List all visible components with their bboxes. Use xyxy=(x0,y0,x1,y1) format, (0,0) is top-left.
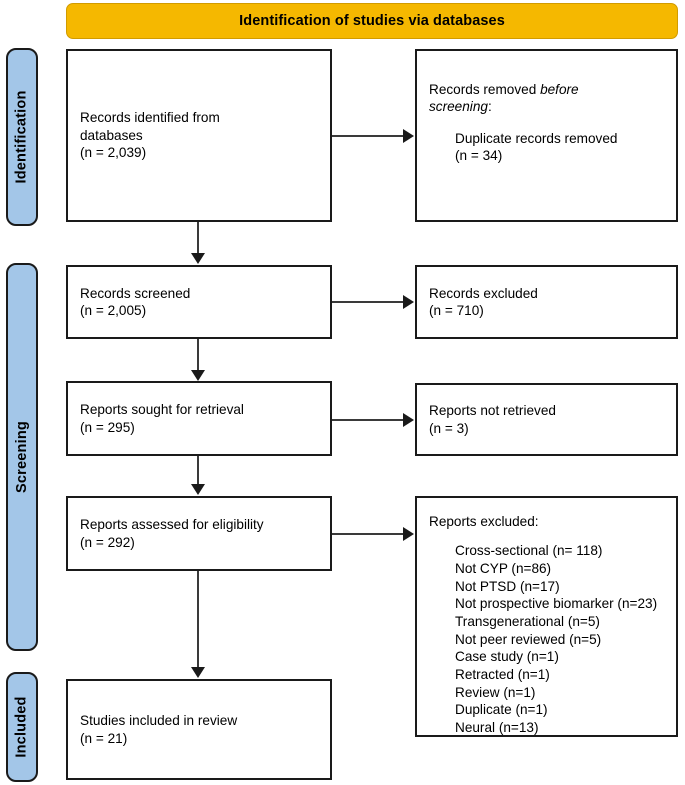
phase-label-screening-text: Screening xyxy=(14,421,31,493)
reports-excluded-reason-item: Transgenerational (n=5) xyxy=(455,614,600,630)
records-removed-line1-a: Records removed xyxy=(429,82,541,97)
arrowhead-sought-to-not-retrieved xyxy=(403,413,414,427)
reports-excluded-reason-item: Not prospective biomarker (n=23) xyxy=(455,596,658,612)
banner-title: Identification of studies via databases xyxy=(239,13,505,29)
records-identified-line1: Records identified from xyxy=(80,110,220,126)
records-removed-line2-italic: screening xyxy=(429,99,488,115)
reports-excluded-reason-item: Cross-sectional (n= 118) xyxy=(455,543,603,559)
connector-screened-to-sought xyxy=(197,339,199,371)
connector-assessed-to-included xyxy=(197,571,199,668)
records-screened-line1: Records screened xyxy=(80,285,191,301)
records-removed-line1-italic: before xyxy=(540,82,579,97)
studies-included-line1: Studies included in review xyxy=(80,713,238,729)
box-reports-not-retrieved-text: Reports not retrieved(n = 3) xyxy=(417,402,676,437)
records-identified-line2: databases xyxy=(80,127,143,143)
connector-sought-to-assessed xyxy=(197,456,199,485)
connector-sought-to-not-retrieved xyxy=(332,419,404,421)
reports-excluded-reason-item: Duplicate (n=1) xyxy=(455,702,548,718)
reports-excluded-reason-item: Not PTSD (n=17) xyxy=(455,578,560,594)
box-reports-not-retrieved: Reports not retrieved(n = 3) xyxy=(415,383,678,456)
studies-included-count: (n = 21) xyxy=(80,730,128,746)
box-reports-sought-for-retrieval: Reports sought for retrieval(n = 295) xyxy=(66,381,332,456)
phase-label-included: Included xyxy=(6,672,38,782)
arrowhead-assessed-to-excluded xyxy=(403,527,414,541)
arrowhead-identified-to-removed xyxy=(403,129,414,143)
arrowhead-screened-to-sought xyxy=(191,370,205,381)
records-removed-line2-colon: : xyxy=(487,99,492,115)
reports-sought-count: (n = 295) xyxy=(80,419,135,435)
phase-label-identification-text: Identification xyxy=(14,90,30,184)
reports-excluded-reason-item: Retracted (n=1) xyxy=(455,667,550,683)
reports-assessed-count: (n = 292) xyxy=(80,534,135,550)
box-studies-included-in-review: Studies included in review(n = 21) xyxy=(66,679,332,780)
reports-excluded-reason-item: Review (n=1) xyxy=(455,684,536,700)
arrowhead-sought-to-assessed xyxy=(191,484,205,495)
box-reports-sought-text: Reports sought for retrieval(n = 295) xyxy=(68,401,330,436)
box-reports-assessed-for-eligibility: Reports assessed for eligibility(n = 292… xyxy=(66,496,332,571)
arrowhead-screened-to-excluded xyxy=(403,295,414,309)
duplicate-records-removed-count: (n = 34) xyxy=(455,148,503,164)
connector-assessed-to-excluded xyxy=(332,533,404,535)
banner-identification-via-databases: Identification of studies via databases xyxy=(66,3,678,39)
phase-label-included-text: Included xyxy=(14,696,30,758)
duplicate-records-removed-label: Duplicate records removed xyxy=(455,130,618,146)
records-screened-count: (n = 2,005) xyxy=(80,303,147,318)
records-excluded-count: (n = 710) xyxy=(429,303,484,318)
box-reports-excluded: Reports excluded: Cross-sectional (n= 11… xyxy=(415,496,678,737)
connector-identified-to-screened xyxy=(197,222,199,254)
box-records-screened-text: Records screened (n = 2,005) xyxy=(68,285,330,320)
reports-assessed-line1: Reports assessed for eligibility xyxy=(80,517,264,533)
reports-excluded-reason-item: Neural (n=13) xyxy=(455,720,539,736)
box-reports-assessed-text: Reports assessed for eligibility(n = 292… xyxy=(68,516,330,551)
reports-excluded-reason-item: Not CYP (n=86) xyxy=(455,561,552,577)
box-records-removed-before-screening: Records removed before screening: Duplica… xyxy=(415,49,678,222)
records-excluded-line1: Records excluded xyxy=(429,285,538,301)
phase-label-screening: Screening xyxy=(6,263,38,651)
reports-not-retrieved-line1: Reports not retrieved xyxy=(429,403,556,419)
reports-sought-line1: Reports sought for retrieval xyxy=(80,402,244,418)
records-removed-detail: Duplicate records removed (n = 34) xyxy=(417,130,676,165)
box-records-screened: Records screened (n = 2,005) xyxy=(66,265,332,339)
reports-excluded-reason-item: Case study (n=1) xyxy=(455,649,559,665)
box-studies-included-text: Studies included in review(n = 21) xyxy=(68,712,330,747)
box-records-excluded-text: Records excluded (n = 710) xyxy=(417,285,676,320)
reports-not-retrieved-count: (n = 3) xyxy=(429,420,469,436)
arrowhead-identified-to-screened xyxy=(191,253,205,264)
phase-label-identification: Identification xyxy=(6,48,38,226)
arrowhead-assessed-to-included xyxy=(191,667,205,678)
records-identified-count: (n = 2,039) xyxy=(80,145,147,161)
reports-excluded-reason-item: Not peer reviewed (n=5) xyxy=(455,631,602,647)
reports-excluded-reason-list: Cross-sectional (n= 118)Not CYP (n=86)No… xyxy=(417,542,676,736)
connector-screened-to-excluded xyxy=(332,301,404,303)
connector-identified-to-removed xyxy=(332,135,404,137)
reports-excluded-heading: Reports excluded: xyxy=(429,514,539,529)
records-removed-heading: Records removed before screening: xyxy=(417,51,676,116)
box-records-excluded: Records excluded (n = 710) xyxy=(415,265,678,339)
